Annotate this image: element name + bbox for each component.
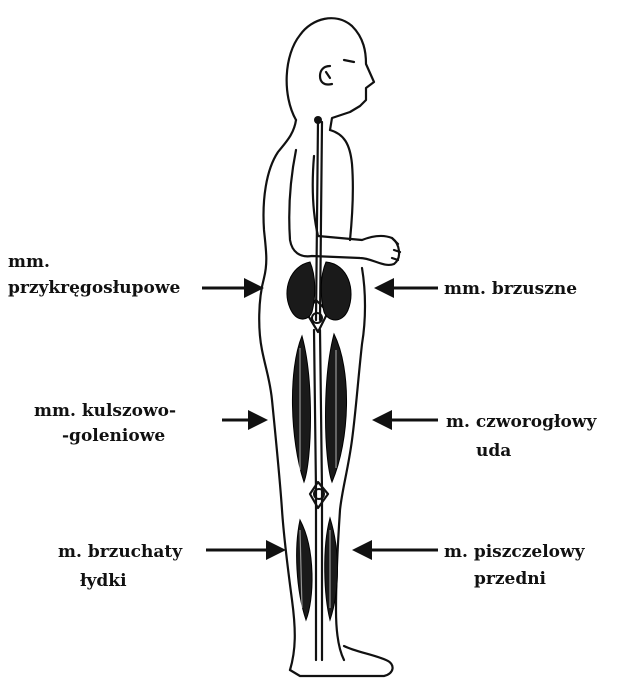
label-paraspinal-line2: przykręgosłupowe (8, 278, 180, 298)
label-hamstrings-line1: mm. kulszowo- (34, 401, 176, 421)
muscle-hamstrings (292, 336, 310, 482)
arm-outline (289, 150, 399, 265)
knee-joint (310, 482, 328, 508)
label-abdominal: mm. brzuszne (444, 279, 577, 299)
arrow-abdominal (374, 278, 438, 298)
label-hamstrings-line2: -goleniowe (62, 426, 165, 446)
label-quadriceps-line1: m. czworogłowy (446, 412, 597, 432)
eye-mark (344, 60, 354, 62)
label-paraspinal-line1: mm. (8, 252, 50, 272)
head-outline (287, 18, 374, 130)
arrow-tibialis (352, 540, 438, 560)
leg-bone-line (314, 330, 322, 660)
muscle-abdominal (321, 262, 351, 320)
label-gastrocnemius-line1: m. brzuchaty (58, 542, 183, 562)
arrow-gastrocnemius (206, 540, 286, 560)
label-gastrocnemius-line2: łydki (80, 571, 127, 591)
label-quadriceps-line2: uda (476, 441, 511, 461)
arrow-paraspinal (202, 278, 264, 298)
label-tibialis-line1: m. piszczelowy (444, 542, 586, 562)
ear-outline (320, 66, 332, 85)
arrow-quadriceps (372, 410, 438, 430)
muscle-paraspinal (287, 262, 315, 319)
label-tibialis-line2: przedni (474, 569, 547, 589)
muscle-gastrocnemius (297, 520, 312, 620)
arrow-hamstrings (222, 410, 268, 430)
